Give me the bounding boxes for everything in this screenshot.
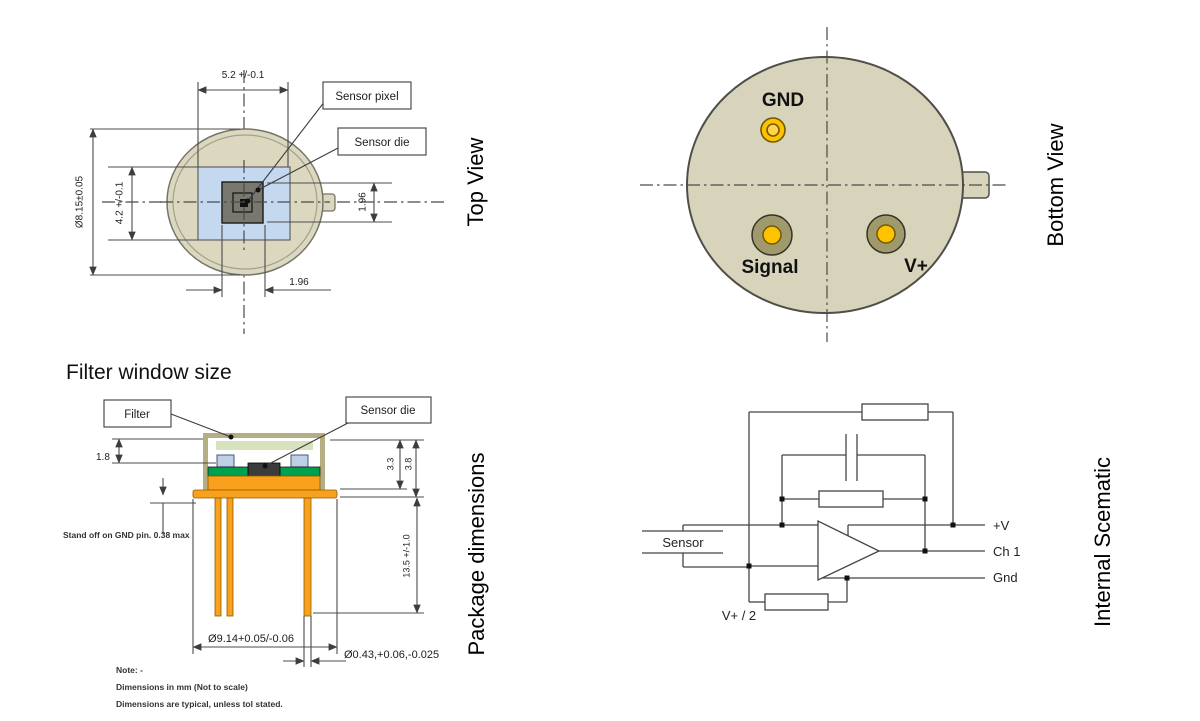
dim-window-height-text: 4.2 +/-0.1 — [115, 181, 126, 224]
dim-pin-length: 13.5 +/-1.0 — [313, 497, 424, 614]
callout-filter-box — [103, 399, 172, 428]
callout-sensor-die-box — [337, 127, 427, 156]
flange — [192, 489, 338, 499]
note-line-3: Dimensions are typical, unless tol state… — [116, 699, 283, 709]
callout-sensor-pixel-text: Sensor pixel — [335, 91, 398, 103]
package-dimensions-view: Filter window size Filter — [63, 361, 489, 709]
pin-right — [303, 497, 312, 617]
callout-sensor-pixel-box — [322, 81, 412, 110]
dim-flange-diameter: Ø9.14+0.05/-0.06 — [192, 499, 338, 654]
pin-left-2 — [226, 497, 234, 617]
bottom-view: GND Signal V+ Bottom View — [640, 27, 1068, 342]
dim-cavity-height: 3.3 — [330, 439, 424, 490]
cap-top-wall — [203, 433, 325, 438]
standoff-dim: Stand off on GND pin. 0.38 max — [63, 478, 196, 540]
dim-die-height: 1.96 — [267, 182, 392, 223]
divider-label: V+ / 2 — [722, 608, 756, 623]
top-view: 5.2 +/-0.1 Ø8.15±0.05 4.2 +/-0.1 1.96 — [75, 70, 488, 334]
note-line-2: Dimensions in mm (Not to scale) — [116, 682, 248, 692]
dim-pin-length-text: 13.5 +/-1.0 — [401, 534, 411, 577]
package-dimensions-label: Package dimensions — [464, 452, 489, 655]
dim-window-width: 5.2 +/-0.1 — [197, 70, 289, 167]
vplus-pin — [866, 214, 906, 254]
terminal-gnd-label: Gnd — [993, 570, 1018, 585]
dim-flange-diameter-text: Ø9.14+0.05/-0.06 — [208, 633, 294, 645]
filter-strip — [216, 441, 313, 450]
dim-cap-height-text: 3.8 — [403, 458, 413, 471]
dim-pin-diameter: Ø0.43,+0.06,-0.025 — [283, 616, 439, 667]
leader-dot — [255, 187, 261, 193]
leader-dot — [228, 434, 234, 440]
dim-cavity-height-text: 3.3 — [385, 458, 395, 471]
resistor-top — [861, 403, 929, 421]
dim-window-width-text: 5.2 +/-0.1 — [222, 70, 265, 81]
component-left — [216, 454, 235, 468]
dim-window-height: 4.2 +/-0.1 — [108, 166, 198, 241]
resistor-feedback — [818, 490, 884, 508]
cap-left-wall — [203, 433, 208, 490]
dim-package-diameter: Ø8.15±0.05 — [75, 128, 240, 276]
callout-die-side: Sensor die — [262, 396, 432, 469]
signal-pin — [751, 214, 793, 256]
terminal-vplus-label: +V — [993, 518, 1010, 533]
header-block — [207, 475, 321, 491]
note-line-1: Note: - — [116, 665, 143, 675]
schematic-wires — [642, 411, 985, 603]
signal-pin-label: Signal — [741, 257, 798, 278]
filter-window-size-heading: Filter window size — [66, 361, 232, 384]
internal-schematic-label: Internal Scematic — [1090, 457, 1115, 627]
notes: Note: - Dimensions in mm (Not to scale) … — [116, 665, 283, 709]
junction-nodes — [746, 496, 956, 581]
gnd-pin — [760, 117, 786, 143]
top-view-centerlines-over — [160, 160, 330, 250]
terminal-ch1-label: Ch 1 — [993, 544, 1020, 559]
callout-filter: Filter — [103, 399, 234, 440]
sensor-label: Sensor — [662, 535, 704, 550]
dim-filter-depth: 1.8 — [96, 438, 216, 464]
dim-die-width-text: 1.96 — [289, 277, 309, 288]
dim-cap-height: 3.8 — [340, 439, 424, 498]
component-right — [290, 454, 309, 468]
dim-pin-diameter-text: Ø0.43,+0.06,-0.025 — [344, 649, 439, 661]
opamp-triangle — [817, 519, 881, 582]
dim-package-diameter-text: Ø8.15±0.05 — [75, 175, 86, 228]
dim-die-width: 1.96 — [186, 225, 331, 297]
callout-sensor-die-text: Sensor die — [355, 137, 410, 149]
leader-dot — [245, 198, 251, 204]
package-cross-section — [192, 433, 338, 617]
dim-die-height-text: 1.96 — [358, 192, 369, 212]
cap-right-wall — [320, 433, 325, 490]
dim-filter-depth-text: 1.8 — [96, 452, 110, 463]
pin-left-1 — [214, 497, 222, 617]
vplus-pin-label: V+ — [904, 256, 928, 277]
callout-die-side-box — [345, 396, 432, 424]
callout-die-side-text: Sensor die — [361, 405, 416, 417]
callout-sensor-die: Sensor die — [255, 127, 427, 193]
callout-filter-text: Filter — [124, 409, 150, 421]
internal-schematic: Sensor V+ / 2 +V Ch 1 Gnd Internal Scema… — [642, 403, 1115, 627]
top-view-label: Top View — [463, 137, 488, 226]
callout-sensor-pixel: Sensor pixel — [245, 81, 412, 204]
standoff-note-text: Stand off on GND pin. 0.38 max — [63, 530, 190, 540]
gnd-pin-label: GND — [762, 90, 804, 111]
bottom-view-centerlines — [640, 27, 1008, 342]
bottom-view-label: Bottom View — [1043, 123, 1068, 246]
resistor-divider — [764, 593, 829, 611]
leader-dot — [262, 463, 268, 469]
